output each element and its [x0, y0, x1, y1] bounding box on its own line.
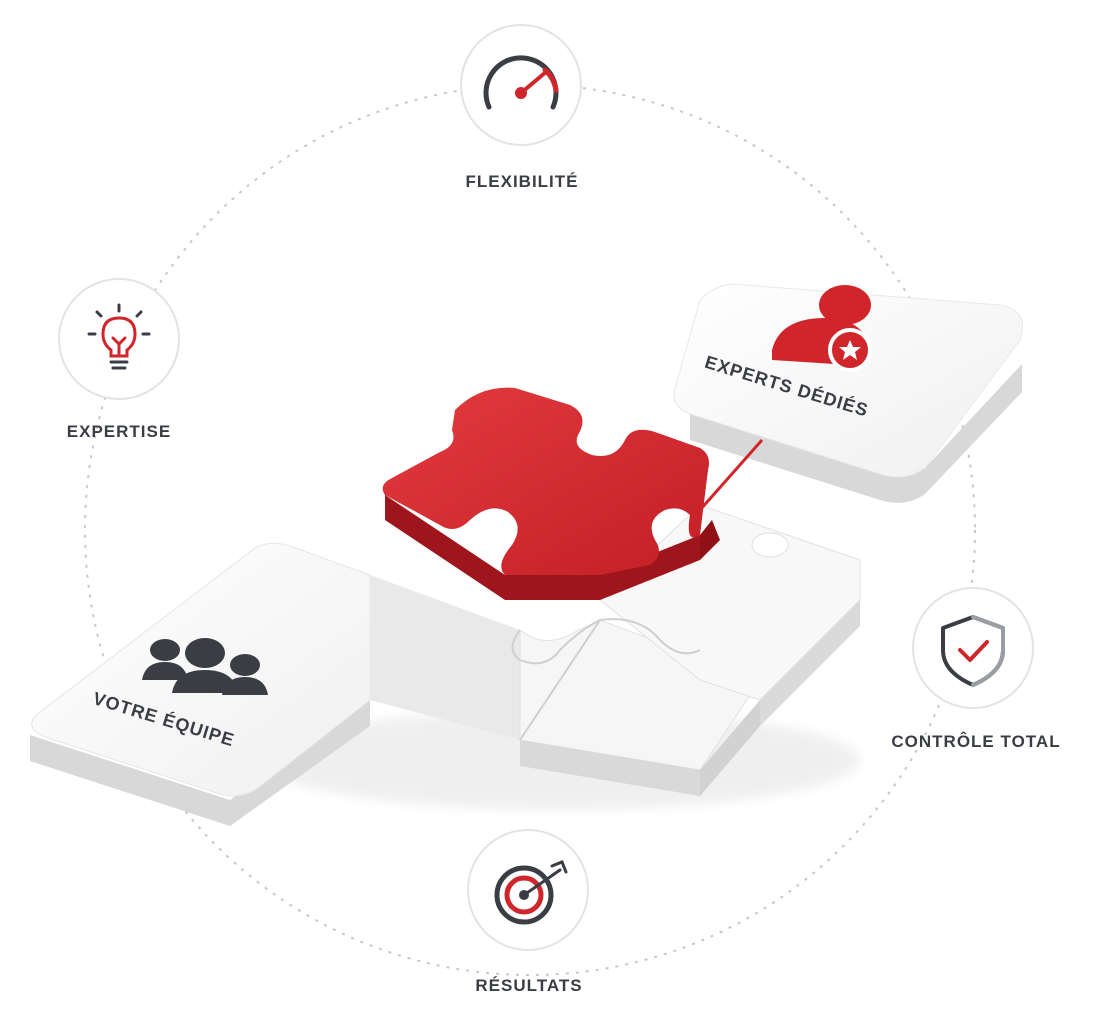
speedometer-icon: [483, 55, 559, 110]
feature-controle: CONTRÔLE TOTAL: [891, 587, 1060, 751]
shield-check-icon: [941, 615, 1005, 687]
resultats-label: RÉSULTATS: [475, 976, 582, 995]
team-icon: [142, 638, 268, 695]
expertise-label: EXPERTISE: [67, 422, 171, 441]
feature-resultats: RÉSULTATS: [467, 829, 589, 995]
feature-flexibilite: FLEXIBILITÉ: [460, 24, 582, 191]
red-puzzle-piece: [382, 387, 720, 600]
connector-line: [698, 439, 764, 511]
tile-experts: [673, 283, 1023, 503]
controle-label: CONTRÔLE TOTAL: [891, 732, 1060, 751]
flexibilite-label: FLEXIBILITÉ: [466, 172, 579, 191]
target-arrow-icon: [494, 860, 568, 925]
lightbulb-icon: [87, 303, 151, 370]
expert-star-icon: [772, 285, 872, 372]
flexibilite-circle: [460, 24, 582, 146]
controle-circle: [912, 587, 1034, 709]
dashed-orbit: [84, 84, 976, 976]
resultats-circle: [467, 829, 589, 951]
expertise-circle: [58, 278, 180, 400]
feature-expertise: EXPERTISE: [58, 278, 180, 441]
